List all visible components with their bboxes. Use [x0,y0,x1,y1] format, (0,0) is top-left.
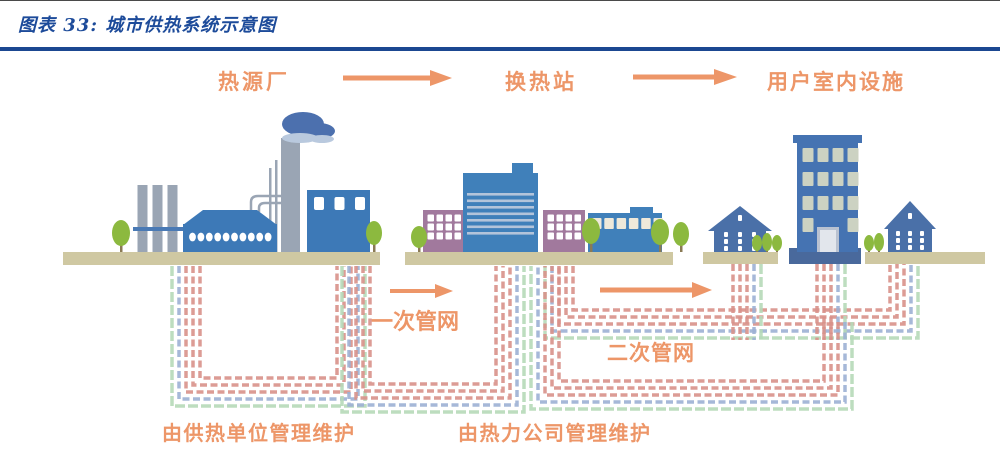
top-border-line [0,0,1000,1]
plant-column-icon [137,185,148,252]
title-divider-rule [0,47,1000,51]
tree-icon [582,218,600,252]
heat-plant [133,112,370,252]
tree-icon [752,235,762,252]
station-tower-stripes [467,193,534,235]
user-buildings [708,135,936,252]
flow-label-exchange-station: 换热站 [505,71,577,94]
purple-building-1-windows [427,214,461,240]
tree-icon [772,235,782,252]
arrow-right-icon [390,284,453,298]
smoke-icon [282,112,335,143]
trees [112,218,884,252]
flow-arrows [343,69,737,298]
purple-building-2-windows [547,214,581,240]
plant-column-icon [152,185,163,252]
secondary-pipe-network [529,264,920,411]
platform-house1 [703,252,778,264]
tree-icon [864,235,874,252]
boiler-roof [183,210,277,225]
apartment-windows [802,148,859,232]
plant-column-icon [167,185,178,252]
ground-station [405,252,673,265]
tree-icon [411,226,427,252]
plant-building-windows [314,197,365,210]
ground-strips [63,248,985,265]
tree-icon [651,219,669,252]
flow-label-heat-source-plant: 热源厂 [218,71,290,94]
tree-icon [874,233,884,252]
figure-title: 图表 33: 城市供热系统示意图 [18,15,277,36]
house2-windows [896,213,924,250]
plant-feed-pipe [133,227,186,231]
platform-house2 [865,252,985,264]
arrow-right-icon [633,69,737,85]
arrow-right-icon [343,70,452,86]
secondary-network-label: 二次管网 [607,342,695,365]
exchange-station-buildings [423,163,663,252]
tree-icon [673,222,689,252]
flow-label-user-facilities: 用户室内设施 [767,71,905,94]
chimney [281,138,300,252]
maintenance-label-heating-unit: 由供热单位管理维护 [162,423,356,445]
tree-icon [112,220,130,252]
ground-plant [63,252,380,265]
arrow-right-icon [600,282,712,298]
primary-pipe-network [170,266,526,414]
primary-network-label: 一次管网 [371,309,460,334]
tree-icon [762,233,772,252]
maintenance-label-heat-company: 由热力公司管理维护 [458,423,652,445]
tree-icon [366,221,382,252]
boiler-windows [189,232,272,242]
